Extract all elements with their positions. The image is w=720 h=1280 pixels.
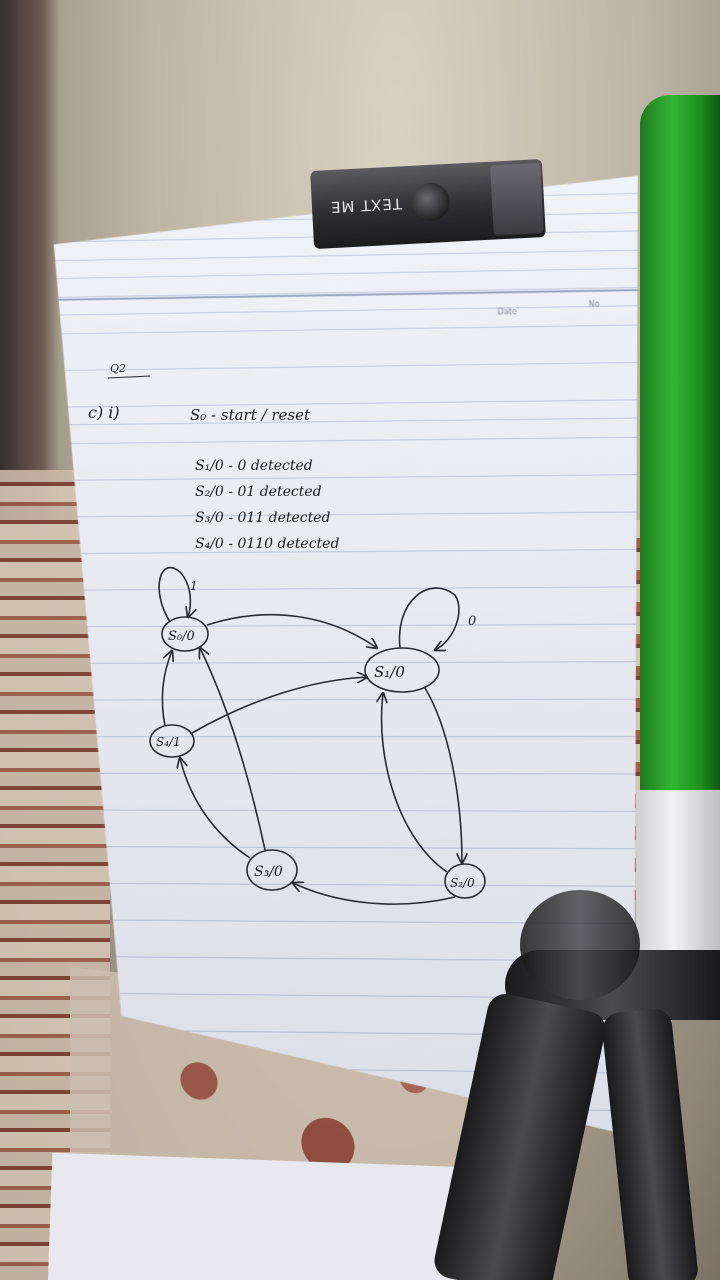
state-s1: S₁/0 [364,647,440,693]
edge-s4-s1 [191,677,367,734]
edge-s1-self [398,587,460,650]
green-bottle [640,95,720,815]
question-number: Q2 [110,362,126,375]
note-s3: S₃/0 - 011 detected [195,510,331,526]
state-s3: S₃/0 [246,849,298,891]
label-s1-self: 0 [468,614,476,629]
edge-s2-s1 [382,693,448,873]
note-s1: S₁/0 - 0 detected [195,458,313,474]
note-s2: S₂/0 - 01 detected [195,484,322,500]
state-s3-label: S₃/0 [254,864,283,880]
edge-s3-s4 [180,758,251,859]
edge-s0-self [158,566,190,623]
state-s4: S₄/1 [149,724,195,758]
edge-s3-s0 [200,648,266,851]
state-s0-label: S₀/0 [168,629,195,644]
state-s1-label: S₁/0 [374,663,405,681]
chair-frame [431,890,720,1280]
edge-s0-s1 [206,613,377,648]
state-s2-label: S₂/0 [450,876,475,890]
shadow-area [0,0,60,520]
edge-s4-s0 [161,651,172,727]
part-label: c) i) [88,403,120,422]
edge-s2-s3 [293,883,456,905]
edge-s1-s2 [424,687,462,863]
bottle-base [636,790,720,960]
note-s4: S₄/0 - 0110 detected [195,536,339,552]
state-s0: S₀/0 [161,616,209,652]
note-start-reset: S₀ - start / reset [190,406,311,424]
state-s4-label: S₄/1 [156,735,181,749]
label-s0-self: 1 [190,579,198,593]
